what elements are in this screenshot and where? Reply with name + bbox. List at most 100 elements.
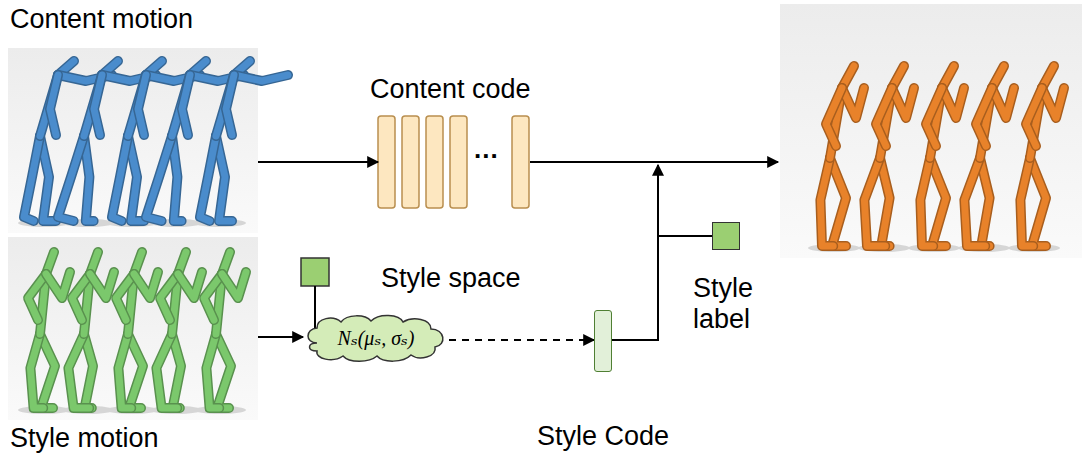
cloud-shape bbox=[308, 315, 443, 361]
limb-outline bbox=[90, 272, 114, 298]
code-bar bbox=[512, 116, 529, 208]
limb-outline bbox=[1030, 158, 1046, 246]
block-heading: Content code bbox=[370, 74, 531, 105]
bar-label: Style Code bbox=[537, 421, 669, 452]
limb-outline bbox=[46, 272, 70, 298]
limb-outline bbox=[138, 75, 146, 135]
limb-outline bbox=[112, 136, 128, 221]
motion-panel: Style motion bbox=[8, 237, 258, 420]
limb bbox=[84, 136, 94, 221]
limb-outline bbox=[156, 334, 177, 408]
limb bbox=[128, 75, 146, 136]
limb bbox=[826, 88, 842, 146]
limb bbox=[138, 75, 146, 135]
limb bbox=[920, 158, 933, 246]
limb bbox=[40, 75, 58, 136]
limb-outline bbox=[178, 272, 202, 298]
limb-outline bbox=[172, 334, 181, 408]
limb bbox=[1020, 158, 1033, 246]
limb bbox=[222, 272, 246, 298]
limb bbox=[864, 158, 885, 246]
limb-outline bbox=[116, 274, 134, 320]
limb bbox=[84, 75, 102, 136]
stick-figure bbox=[858, 66, 914, 252]
stick-figure bbox=[106, 252, 158, 414]
limb-outline bbox=[880, 158, 890, 246]
limb bbox=[172, 334, 181, 408]
limb-outline bbox=[128, 75, 146, 136]
limb-outline bbox=[146, 136, 172, 221]
wire-line bbox=[658, 235, 712, 237]
limb-outline bbox=[830, 158, 846, 246]
stick-figure bbox=[106, 61, 200, 227]
limb-outline bbox=[226, 75, 234, 135]
stick-figure bbox=[194, 252, 246, 414]
limb-outline bbox=[216, 334, 231, 408]
limb-outline bbox=[206, 334, 219, 408]
limb bbox=[90, 272, 114, 298]
stick-figure bbox=[18, 61, 112, 227]
limb bbox=[204, 274, 222, 320]
limb bbox=[880, 158, 890, 246]
render-background bbox=[780, 4, 1082, 258]
stick-figure bbox=[150, 252, 202, 414]
limb-outline bbox=[1020, 158, 1033, 246]
limb bbox=[216, 334, 231, 408]
stick-figure bbox=[62, 252, 114, 414]
limb-outline bbox=[68, 334, 89, 408]
stick-figure bbox=[194, 61, 288, 227]
block-heading: Style space bbox=[381, 263, 521, 294]
flow-arrow bbox=[258, 161, 378, 163]
limb bbox=[94, 75, 102, 135]
render-background bbox=[8, 237, 258, 420]
ellipsis-mark: ... bbox=[474, 134, 499, 165]
limb-outline bbox=[204, 274, 222, 320]
limb bbox=[964, 158, 985, 246]
limb bbox=[200, 136, 216, 221]
limb-outline bbox=[128, 334, 143, 408]
panel-heading: Content motion bbox=[10, 4, 193, 35]
limb-outline bbox=[24, 136, 40, 221]
limb-outline bbox=[160, 274, 178, 320]
stick-figure bbox=[958, 66, 1014, 252]
limb-outline bbox=[182, 75, 190, 135]
stick-figure bbox=[58, 61, 156, 227]
limb-outline bbox=[118, 334, 131, 408]
stick-figure bbox=[146, 61, 244, 227]
limb bbox=[84, 334, 93, 408]
limb bbox=[40, 334, 55, 408]
wire-line bbox=[530, 161, 778, 163]
style-space-cloud: Style spaceNₛ(μₛ, σₛ) bbox=[303, 313, 449, 363]
wire-line bbox=[612, 165, 658, 340]
limb bbox=[160, 274, 178, 320]
limb-outline bbox=[976, 88, 992, 146]
panel-heading: Style motion bbox=[10, 423, 159, 454]
limb-outline bbox=[50, 75, 58, 135]
limb bbox=[1030, 158, 1046, 246]
limb-outline bbox=[964, 158, 985, 246]
limb bbox=[830, 158, 846, 246]
code-bar bbox=[378, 116, 395, 208]
limb bbox=[28, 274, 46, 320]
stick-figure bbox=[808, 66, 864, 252]
limb bbox=[156, 334, 177, 408]
limb-outline bbox=[864, 158, 885, 246]
limb bbox=[216, 75, 234, 136]
limb-outline bbox=[920, 158, 933, 246]
content-code-block: Content code... bbox=[378, 74, 530, 210]
limb bbox=[206, 334, 219, 408]
style-code-bar: Style Code bbox=[594, 310, 612, 372]
limb bbox=[876, 88, 892, 146]
limb-outline bbox=[980, 158, 990, 246]
square-label: Style label bbox=[693, 273, 773, 335]
limb bbox=[112, 136, 128, 221]
limb bbox=[178, 272, 202, 298]
limb-outline bbox=[1026, 88, 1042, 146]
limb bbox=[820, 158, 833, 246]
limb bbox=[46, 272, 70, 298]
limb bbox=[50, 75, 58, 135]
limb-outline bbox=[930, 158, 946, 246]
limb-outline bbox=[94, 75, 102, 135]
